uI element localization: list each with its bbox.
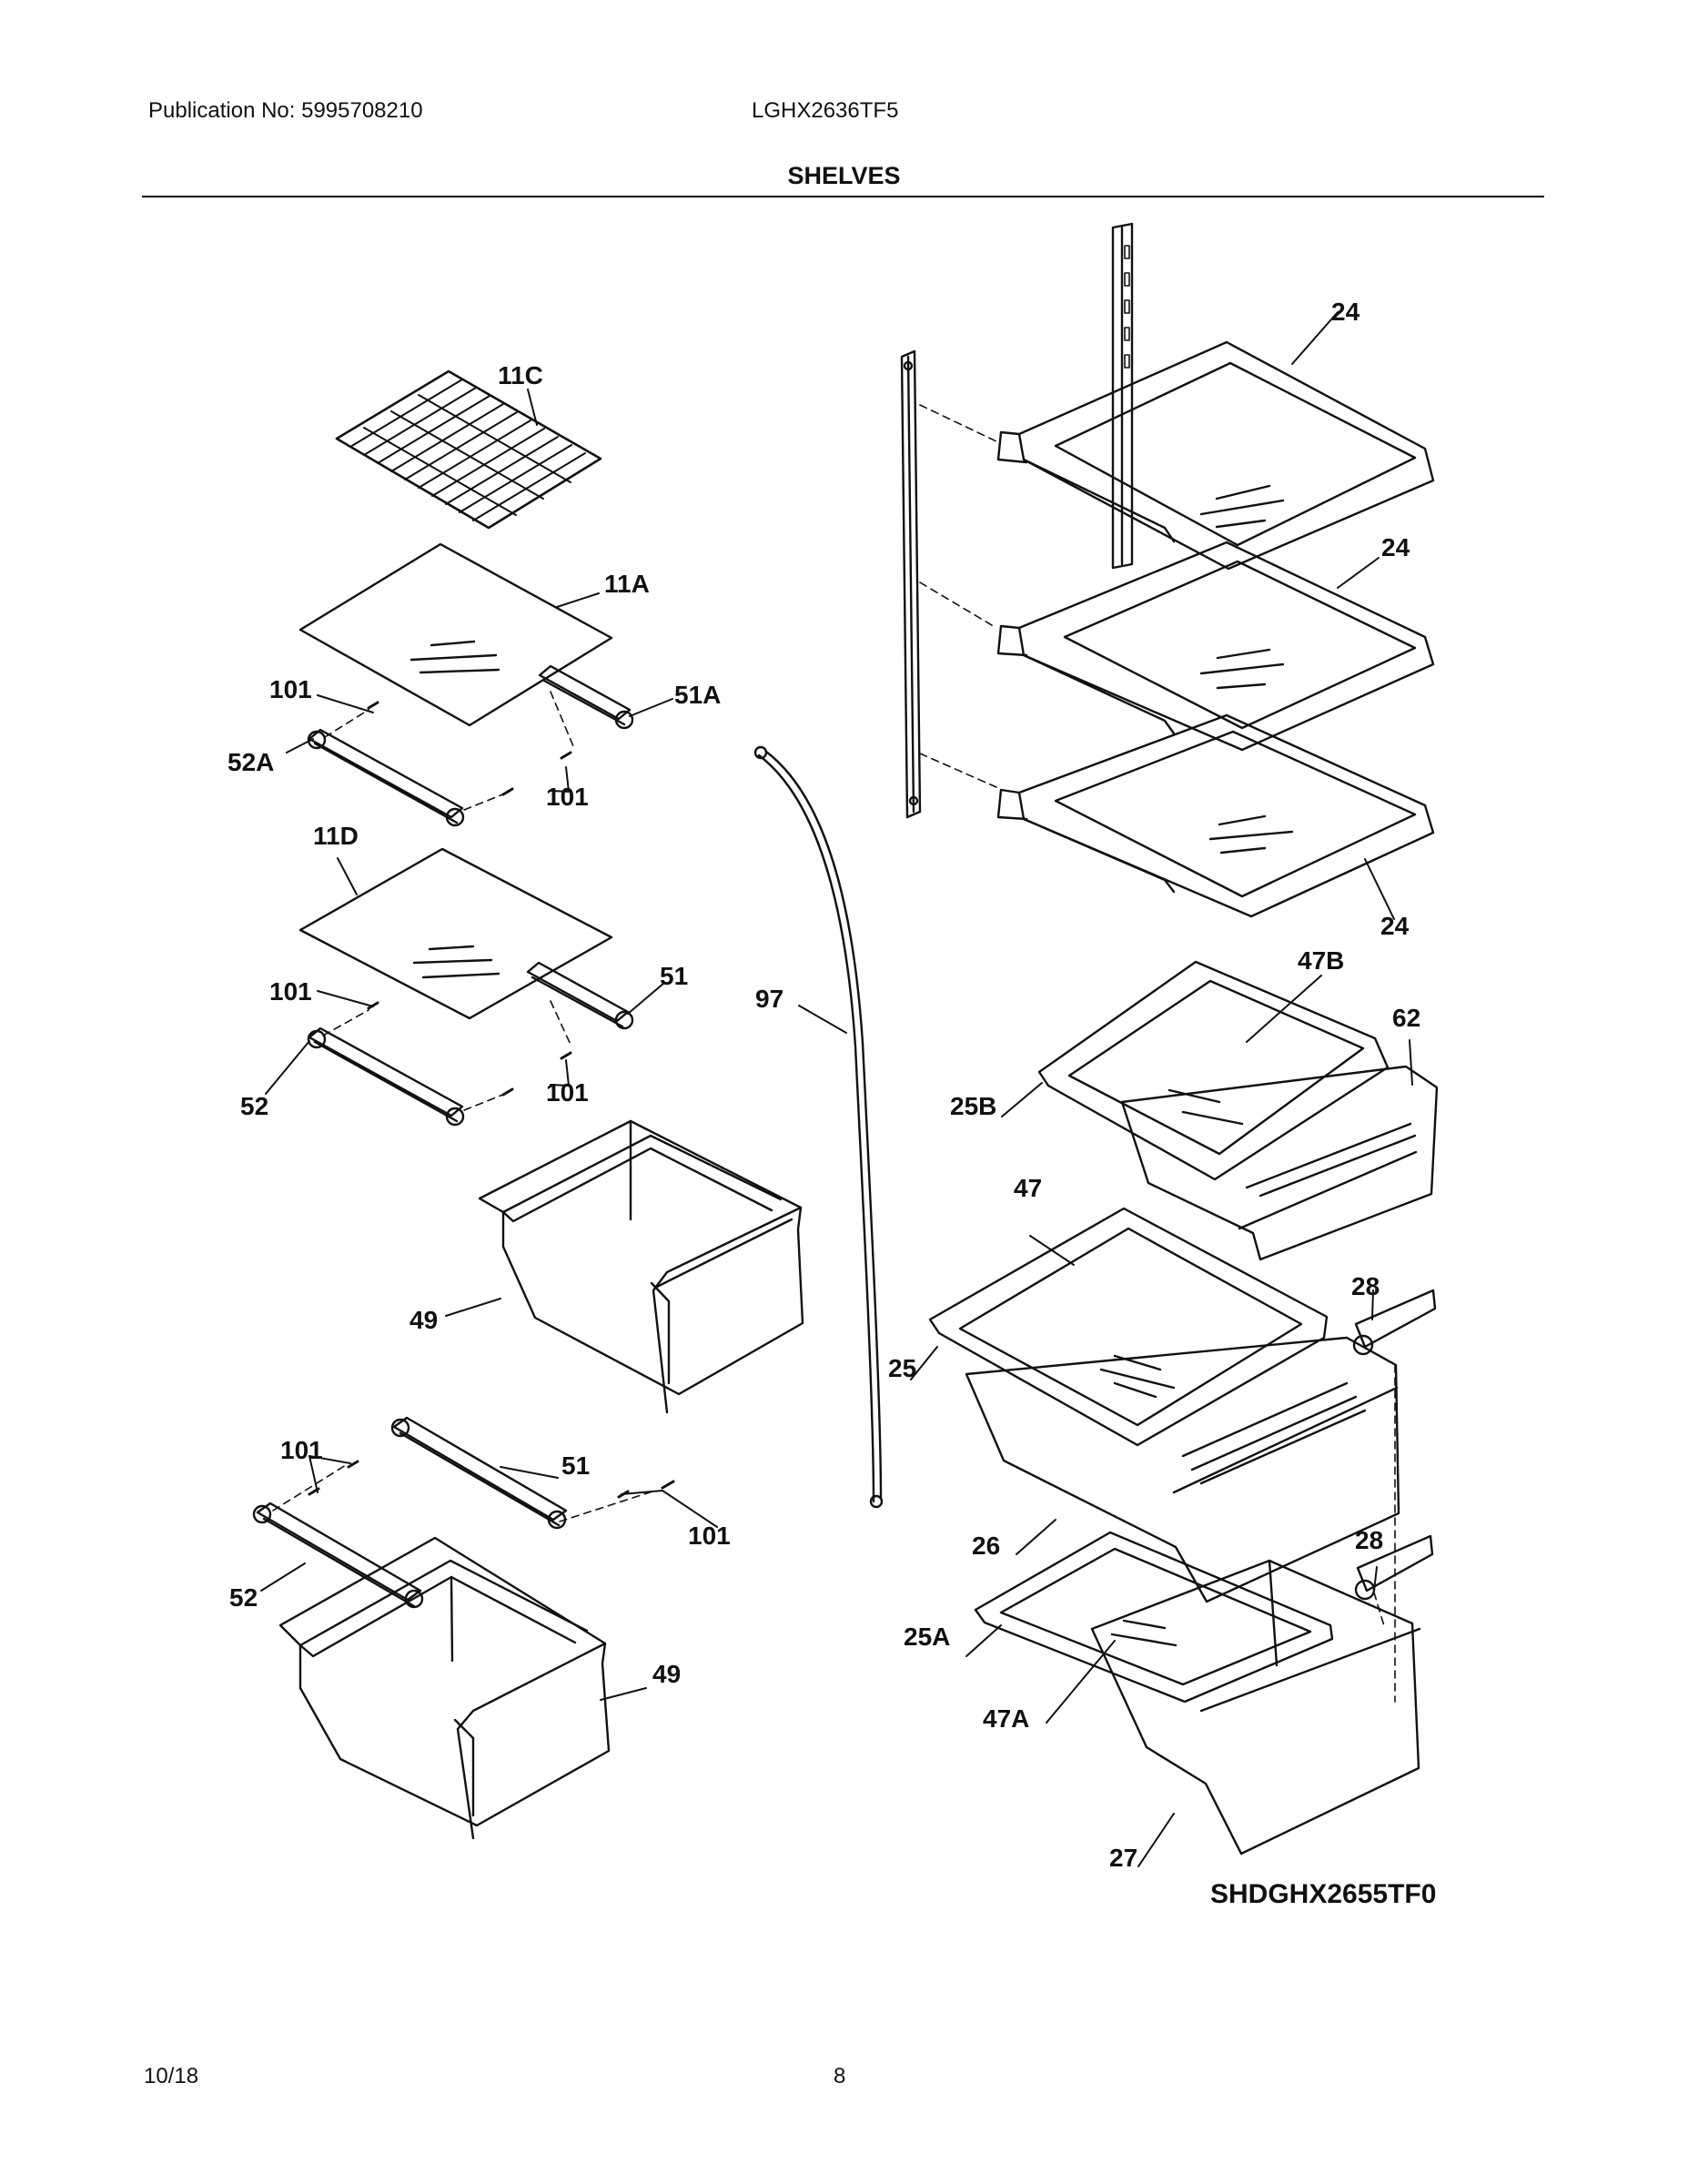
callout-24: 24 bbox=[1381, 533, 1410, 561]
cover-47a bbox=[975, 1532, 1332, 1702]
screws-101-set-1 bbox=[369, 703, 571, 794]
clip-28-upper bbox=[1352, 1290, 1435, 1356]
header-rule bbox=[142, 196, 1544, 197]
crisper-drawer-27 bbox=[1092, 1561, 1420, 1854]
strip-connectors bbox=[920, 405, 996, 787]
rail-51-lower bbox=[390, 1418, 566, 1530]
bin-49-lower bbox=[280, 1538, 609, 1838]
callout-25a: 25A bbox=[904, 1623, 951, 1651]
callout-11c: 11C bbox=[498, 361, 543, 389]
footer-date: 10/18 bbox=[144, 2064, 199, 2088]
callout-52: 52 bbox=[240, 1092, 269, 1120]
callout-25b: 25B bbox=[950, 1092, 997, 1120]
screws-101-set-2 bbox=[369, 1003, 571, 1095]
callout-51: 51 bbox=[561, 1451, 591, 1480]
callout-11d: 11D bbox=[313, 822, 359, 850]
rail-52-upper bbox=[307, 1028, 465, 1127]
callout-25: 25 bbox=[888, 1354, 917, 1382]
shelf-24-bottom bbox=[998, 715, 1433, 916]
callout-101: 101 bbox=[269, 675, 312, 703]
bin-49-upper bbox=[480, 1121, 803, 1412]
shelf-24-middle bbox=[998, 542, 1433, 750]
callout-49: 49 bbox=[409, 1306, 439, 1334]
callout-47a: 47A bbox=[983, 1704, 1030, 1733]
model-number: LGHX2636TF5 bbox=[752, 98, 899, 123]
callout-97: 97 bbox=[755, 985, 784, 1013]
callout-28: 28 bbox=[1355, 1526, 1384, 1554]
callout-47b: 47B bbox=[1298, 946, 1345, 975]
glass-shelf-11a bbox=[300, 544, 612, 725]
side-strip bbox=[902, 351, 920, 817]
rail-52-lower bbox=[252, 1503, 424, 1609]
rail-51-upper bbox=[528, 963, 634, 1030]
callout-101: 101 bbox=[546, 783, 589, 811]
callout-47: 47 bbox=[1014, 1174, 1043, 1202]
callout-51a: 51A bbox=[674, 681, 722, 709]
cover-47b bbox=[1039, 962, 1388, 1179]
connector-lines-3 bbox=[273, 1465, 655, 1522]
callout-52: 52 bbox=[229, 1583, 258, 1612]
page-number: 8 bbox=[834, 2064, 846, 2088]
shelf-24-top bbox=[998, 342, 1433, 569]
callout-26: 26 bbox=[972, 1532, 1001, 1560]
clip-connectors bbox=[1374, 1365, 1395, 1702]
callout-49: 49 bbox=[652, 1660, 682, 1688]
callout-24: 24 bbox=[1380, 912, 1410, 940]
leader-lines bbox=[261, 312, 1412, 1866]
callout-52a: 52A bbox=[227, 748, 275, 776]
publication-number: Publication No: 5995708210 bbox=[148, 98, 423, 123]
callout-101: 101 bbox=[269, 977, 312, 1006]
callout-62: 62 bbox=[1392, 1004, 1421, 1032]
callout-24: 24 bbox=[1331, 298, 1360, 326]
drawing-code: SHDGHX2655TF0 bbox=[1210, 1879, 1437, 1909]
callout-101: 101 bbox=[280, 1436, 323, 1464]
glass-shelf-11d bbox=[300, 849, 612, 1018]
callout-101: 101 bbox=[688, 1522, 731, 1550]
crisper-drawer-62 bbox=[1122, 1067, 1437, 1259]
rail-52a bbox=[307, 730, 465, 827]
callout-27: 27 bbox=[1109, 1844, 1138, 1872]
tube-97 bbox=[753, 745, 884, 1509]
rail-51a bbox=[540, 666, 634, 730]
connector-lines-2 bbox=[323, 1001, 571, 1110]
callout-28: 28 bbox=[1351, 1272, 1380, 1300]
callout-51: 51 bbox=[660, 962, 689, 990]
section-title: SHELVES bbox=[787, 162, 901, 189]
callout-101: 101 bbox=[546, 1078, 589, 1107]
callout-11a: 11A bbox=[604, 570, 650, 598]
wire-shelf-11c bbox=[337, 371, 601, 528]
cover-47 bbox=[930, 1208, 1327, 1445]
